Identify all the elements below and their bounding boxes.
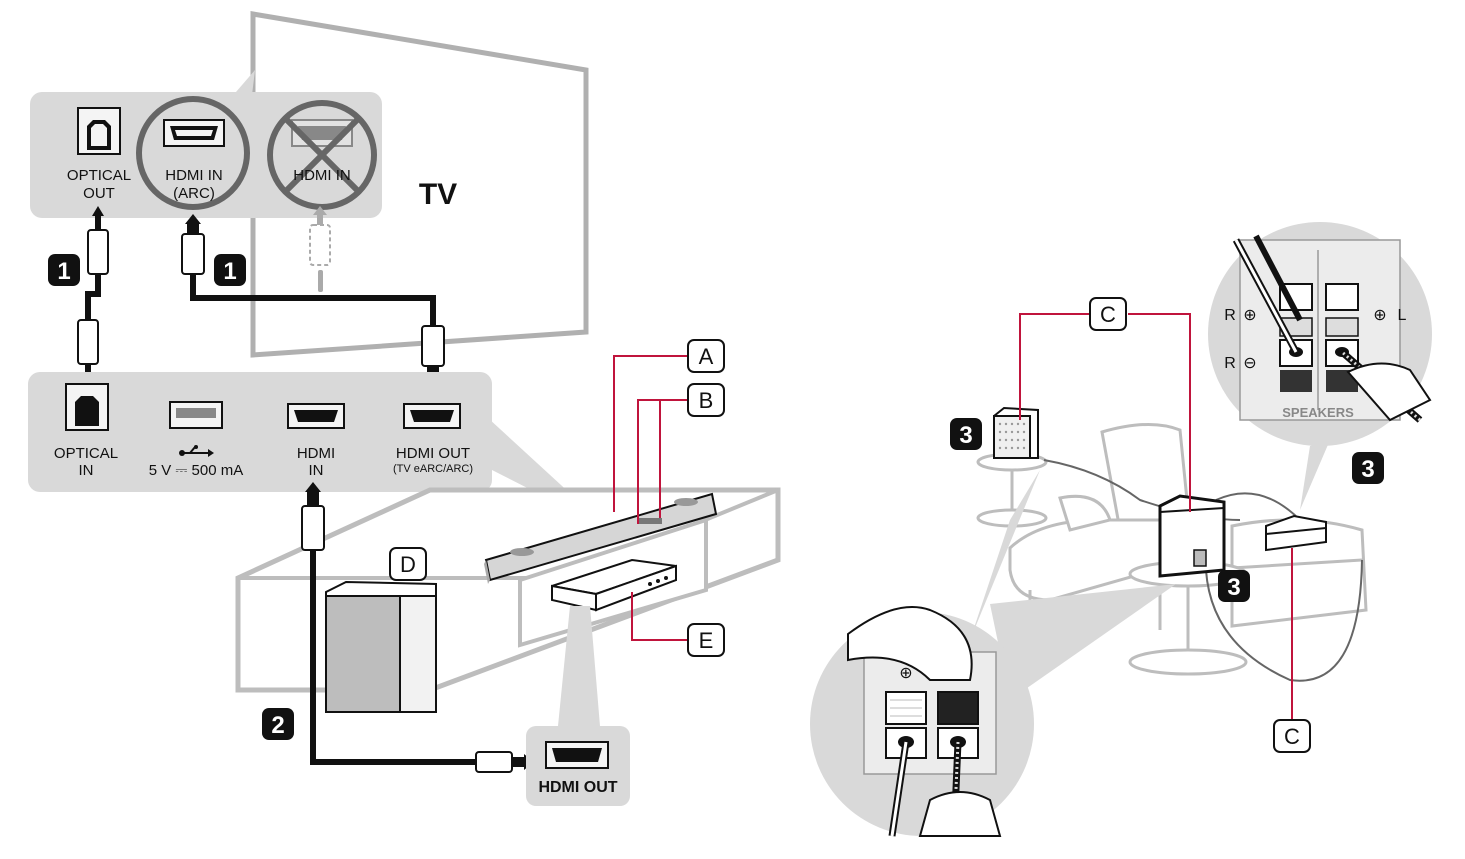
hdmi-in-crossed-icon	[267, 100, 377, 210]
speaker-terminal-zoom-bottom: ⊕	[810, 470, 1176, 837]
tv-hdmi-in-arc-label-1: HDMI IN	[165, 167, 223, 184]
callout-lines-c	[1019, 313, 1293, 720]
terminal-r-plus-symbol: ⊕	[1243, 307, 1256, 324]
callout-c-bottom: C	[1273, 719, 1311, 753]
rear-speaker-center	[1158, 494, 1226, 578]
usb-port-icon	[169, 401, 223, 429]
hdmi-out-label-1: HDMI OUT	[396, 445, 470, 462]
step-2-badge: 2	[262, 708, 294, 740]
svg-text:1: 1	[57, 258, 70, 285]
hdmi-in-port-icon	[287, 403, 345, 429]
svg-text:3: 3	[959, 422, 972, 449]
step-3-badge-right: 3	[1352, 452, 1384, 484]
step-3-badge-left: 3	[950, 418, 982, 450]
rear-speaker-left	[993, 406, 1039, 459]
hdmi-in-label-1: HDMI	[297, 445, 335, 462]
svg-text:3: 3	[1227, 574, 1240, 601]
tv-hdmi-in-arc-label-2: (ARC)	[173, 185, 215, 202]
speaker-terminal-zoom-top	[1208, 222, 1432, 510]
step-1-badge-hdmi: 1	[214, 254, 246, 286]
optical-in-label-1: OPTICAL	[54, 445, 118, 462]
speakers-label: SPEAKERS	[1282, 405, 1354, 420]
callout-lines-left	[613, 355, 688, 641]
hdmi-external-cable	[301, 482, 534, 773]
svg-text:C: C	[1100, 302, 1116, 327]
hdmi-in-label-2: IN	[309, 462, 324, 479]
tv-optical-out-label-2: OUT	[83, 185, 115, 202]
callout-d: D	[389, 547, 427, 581]
external-device-box	[551, 558, 677, 612]
tv-label: TV	[419, 178, 457, 211]
usb-symbol-icon	[179, 445, 214, 457]
callout-a: A	[687, 339, 725, 373]
terminal-l-plus-label: L	[1398, 307, 1407, 324]
tv-port-panel: OPTICAL OUT HDMI IN (ARC) HDMI IN	[30, 70, 382, 218]
svg-text:E: E	[699, 628, 714, 653]
callout-b: B	[687, 383, 725, 417]
terminal-l-plus-symbol: ⊕	[1373, 307, 1386, 324]
external-hdmi-out-port-icon	[545, 741, 609, 769]
callout-e: E	[687, 623, 725, 657]
external-hdmi-out-label: HDMI OUT	[538, 779, 617, 796]
external-hdmi-out-panel	[526, 606, 630, 806]
optical-in-label-2: IN	[79, 462, 94, 479]
rear-speaker-right	[1265, 514, 1327, 552]
soundbar	[484, 492, 718, 584]
step-3-badge-center: 3	[1218, 570, 1250, 602]
svg-text:B: B	[699, 388, 714, 413]
hdmi-invalid-cable	[309, 206, 331, 292]
optical-cable	[77, 206, 109, 384]
terminal-r-minus-label: R	[1224, 355, 1236, 372]
subwoofer	[325, 580, 437, 713]
tv-optical-out-label-1: OPTICAL	[67, 167, 131, 184]
svg-text:1: 1	[223, 258, 236, 285]
step-1-badge-optical: 1	[48, 254, 80, 286]
svg-text:2: 2	[271, 712, 284, 739]
optical-in-port-icon	[65, 383, 109, 431]
hdmi-out-port-icon	[403, 403, 461, 429]
terminal-r-plus-label: R	[1224, 307, 1236, 324]
terminal-r-minus-symbol: ⊖	[1243, 355, 1256, 372]
svg-text:D: D	[400, 552, 416, 577]
svg-text:3: 3	[1361, 456, 1374, 483]
optical-out-port-icon	[77, 107, 121, 155]
hdmi-in-arc-port-icon	[136, 96, 250, 210]
hdmi-out-label-2: (TV eARC/ARC)	[393, 463, 473, 475]
svg-text:C: C	[1284, 724, 1300, 749]
tv-hdmi-in-crossed-label: HDMI IN	[293, 167, 351, 184]
usb-rating-label: 5 V ⎓ 500 mA	[149, 462, 244, 479]
terminal-plus-symbol: ⊕	[899, 665, 912, 682]
svg-text:A: A	[699, 344, 714, 369]
callout-c-top: C	[1089, 297, 1127, 331]
